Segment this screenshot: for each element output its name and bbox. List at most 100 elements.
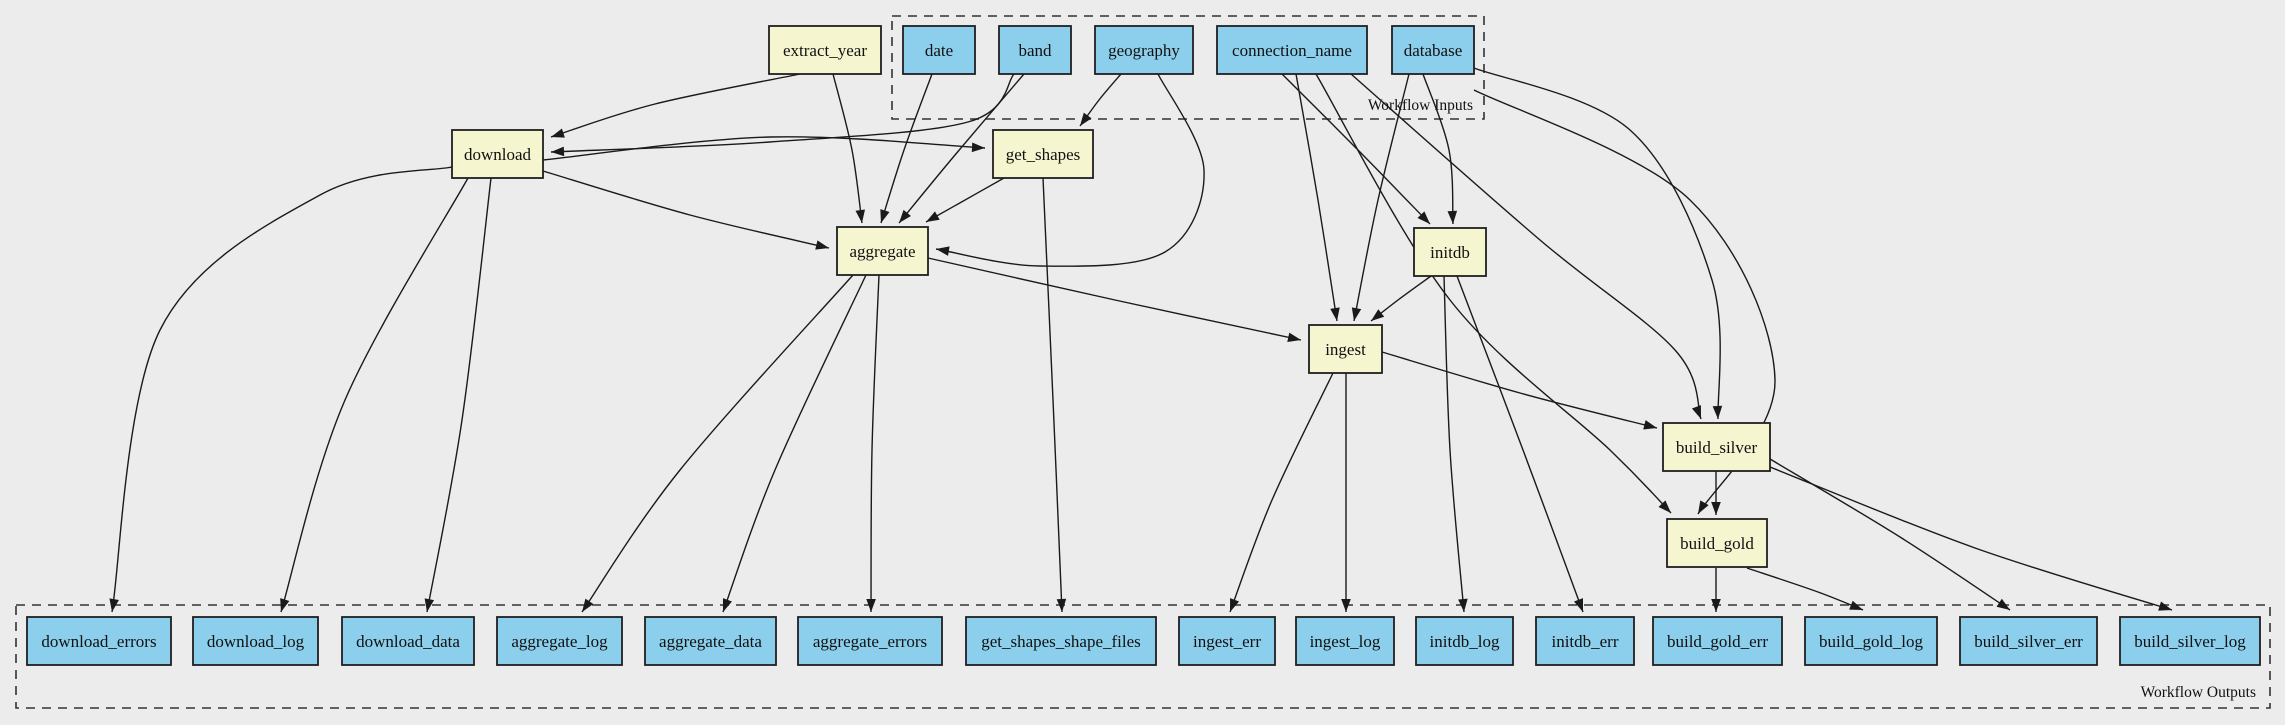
- node-ingest[interactable]: ingest: [1308, 324, 1383, 374]
- node-label: build_silver_log: [2134, 632, 2246, 651]
- edge-aggregate-aggregate_log: [581, 274, 854, 613]
- node-initdb[interactable]: initdb: [1413, 227, 1487, 277]
- node-band[interactable]: band: [998, 25, 1072, 75]
- edge-connection_name-build_gold: [1315, 73, 1672, 514]
- node-box: [496, 616, 623, 666]
- node-build_silver[interactable]: build_silver: [1662, 422, 1771, 472]
- node-label: download_log: [207, 632, 305, 651]
- arrowhead-icon: [1056, 598, 1067, 612]
- node-box: [644, 616, 777, 666]
- node-download_log[interactable]: download_log: [192, 616, 319, 666]
- node-initdb_err[interactable]: initdb_err: [1535, 616, 1635, 666]
- node-box: [1535, 616, 1635, 666]
- edge-download-download_log: [280, 177, 469, 613]
- node-box: [1804, 616, 1938, 666]
- arrowhead-icon: [1573, 598, 1583, 612]
- node-box: [1094, 25, 1194, 75]
- node-box: [192, 616, 319, 666]
- edge-download-download_errors: [109, 166, 453, 613]
- node-extract_year[interactable]: extract_year: [768, 25, 882, 75]
- arrowhead-icon: [855, 209, 865, 223]
- arrowhead-icon: [1080, 112, 1092, 126]
- node-download_data[interactable]: download_data: [341, 616, 475, 666]
- node-label: initdb_log: [1430, 632, 1500, 651]
- edge-aggregate-ingest: [927, 257, 1302, 342]
- arrowhead-icon: [1371, 309, 1385, 321]
- node-build_gold[interactable]: build_gold: [1666, 518, 1768, 568]
- edge-connection_name-ingest: [1295, 73, 1340, 322]
- edge-initdb-initdb_log: [1443, 275, 1468, 613]
- node-label: extract_year: [783, 41, 867, 60]
- arrowhead-icon: [1447, 210, 1458, 224]
- node-label: download_errors: [41, 632, 156, 651]
- edge-initdb-initdb_err: [1456, 275, 1584, 613]
- edge-database-ingest: [1351, 73, 1410, 322]
- arrowhead-icon: [1691, 405, 1701, 419]
- node-build_silver_err[interactable]: build_silver_err: [1959, 616, 2098, 666]
- node-aggregate_log[interactable]: aggregate_log: [496, 616, 623, 666]
- node-date[interactable]: date: [902, 25, 976, 75]
- edge-download-aggregate: [542, 170, 830, 250]
- arrowhead-icon: [551, 128, 565, 138]
- arrowhead-icon: [1996, 598, 2010, 610]
- node-box: [1308, 324, 1383, 374]
- arrowhead-icon: [1849, 600, 1863, 610]
- node-build_gold_err[interactable]: build_gold_err: [1652, 616, 1783, 666]
- arrowhead-icon: [582, 598, 594, 612]
- edge-geography-aggregate: [935, 73, 1205, 267]
- edge-get_shapes-aggregate: [925, 177, 1005, 223]
- arrowhead-icon: [109, 598, 119, 612]
- node-aggregate_data[interactable]: aggregate_data: [644, 616, 777, 666]
- arrowhead-icon: [722, 598, 732, 612]
- edge-build_silver-build_silver_err: [1769, 458, 2011, 611]
- node-label: ingest: [1325, 340, 1366, 359]
- node-box: [451, 129, 544, 179]
- arrowhead-icon: [1698, 500, 1709, 514]
- arrowhead-icon: [1643, 420, 1657, 430]
- node-ingest_log[interactable]: ingest_log: [1295, 616, 1395, 666]
- node-build_silver_log[interactable]: build_silver_log: [2119, 616, 2261, 666]
- node-box: [1415, 616, 1514, 666]
- arrowhead-icon: [1287, 332, 1301, 342]
- node-geography[interactable]: geography: [1094, 25, 1194, 75]
- node-ingest_err[interactable]: ingest_err: [1178, 616, 1276, 666]
- node-box: [1178, 616, 1276, 666]
- node-get_shapes_shape_files[interactable]: get_shapes_shape_files: [965, 616, 1157, 666]
- node-box: [965, 616, 1157, 666]
- node-initdb_log[interactable]: initdb_log: [1415, 616, 1514, 666]
- arrowhead-icon: [866, 598, 876, 612]
- node-label: connection_name: [1232, 41, 1352, 60]
- node-box: [1959, 616, 2098, 666]
- edge-ingest-build_silver: [1381, 351, 1658, 430]
- arrowhead-icon: [971, 142, 985, 153]
- node-label: download: [464, 145, 532, 164]
- arrowhead-icon: [1711, 502, 1721, 515]
- node-build_gold_log[interactable]: build_gold_log: [1804, 616, 1938, 666]
- arrowhead-icon: [424, 598, 435, 612]
- node-box: [1413, 227, 1487, 277]
- node-box: [26, 616, 172, 666]
- arrowhead-icon: [1341, 599, 1351, 612]
- arrowhead-icon: [2158, 601, 2172, 611]
- node-aggregate_errors[interactable]: aggregate_errors: [797, 616, 943, 666]
- node-box: [1295, 616, 1395, 666]
- arrowhead-icon: [1330, 307, 1340, 321]
- node-aggregate[interactable]: aggregate: [836, 226, 929, 276]
- node-get_shapes[interactable]: get_shapes: [992, 129, 1094, 179]
- node-label: build_gold: [1680, 534, 1754, 553]
- node-label: build_gold_err: [1667, 632, 1768, 651]
- node-label: date: [925, 41, 953, 60]
- node-download[interactable]: download: [451, 129, 544, 179]
- node-connection_name[interactable]: connection_name: [1216, 25, 1368, 75]
- node-label: band: [1018, 41, 1052, 60]
- node-box: [768, 25, 882, 75]
- edge-ingest-ingest_log: [1341, 373, 1351, 612]
- node-download_errors[interactable]: download_errors: [26, 616, 172, 666]
- edge-extract_year-download: [550, 73, 801, 138]
- node-database[interactable]: database: [1391, 25, 1475, 75]
- node-box: [1216, 25, 1368, 75]
- node-box: [836, 226, 929, 276]
- workflow-outputs-label: Workflow Outputs: [2141, 684, 2256, 701]
